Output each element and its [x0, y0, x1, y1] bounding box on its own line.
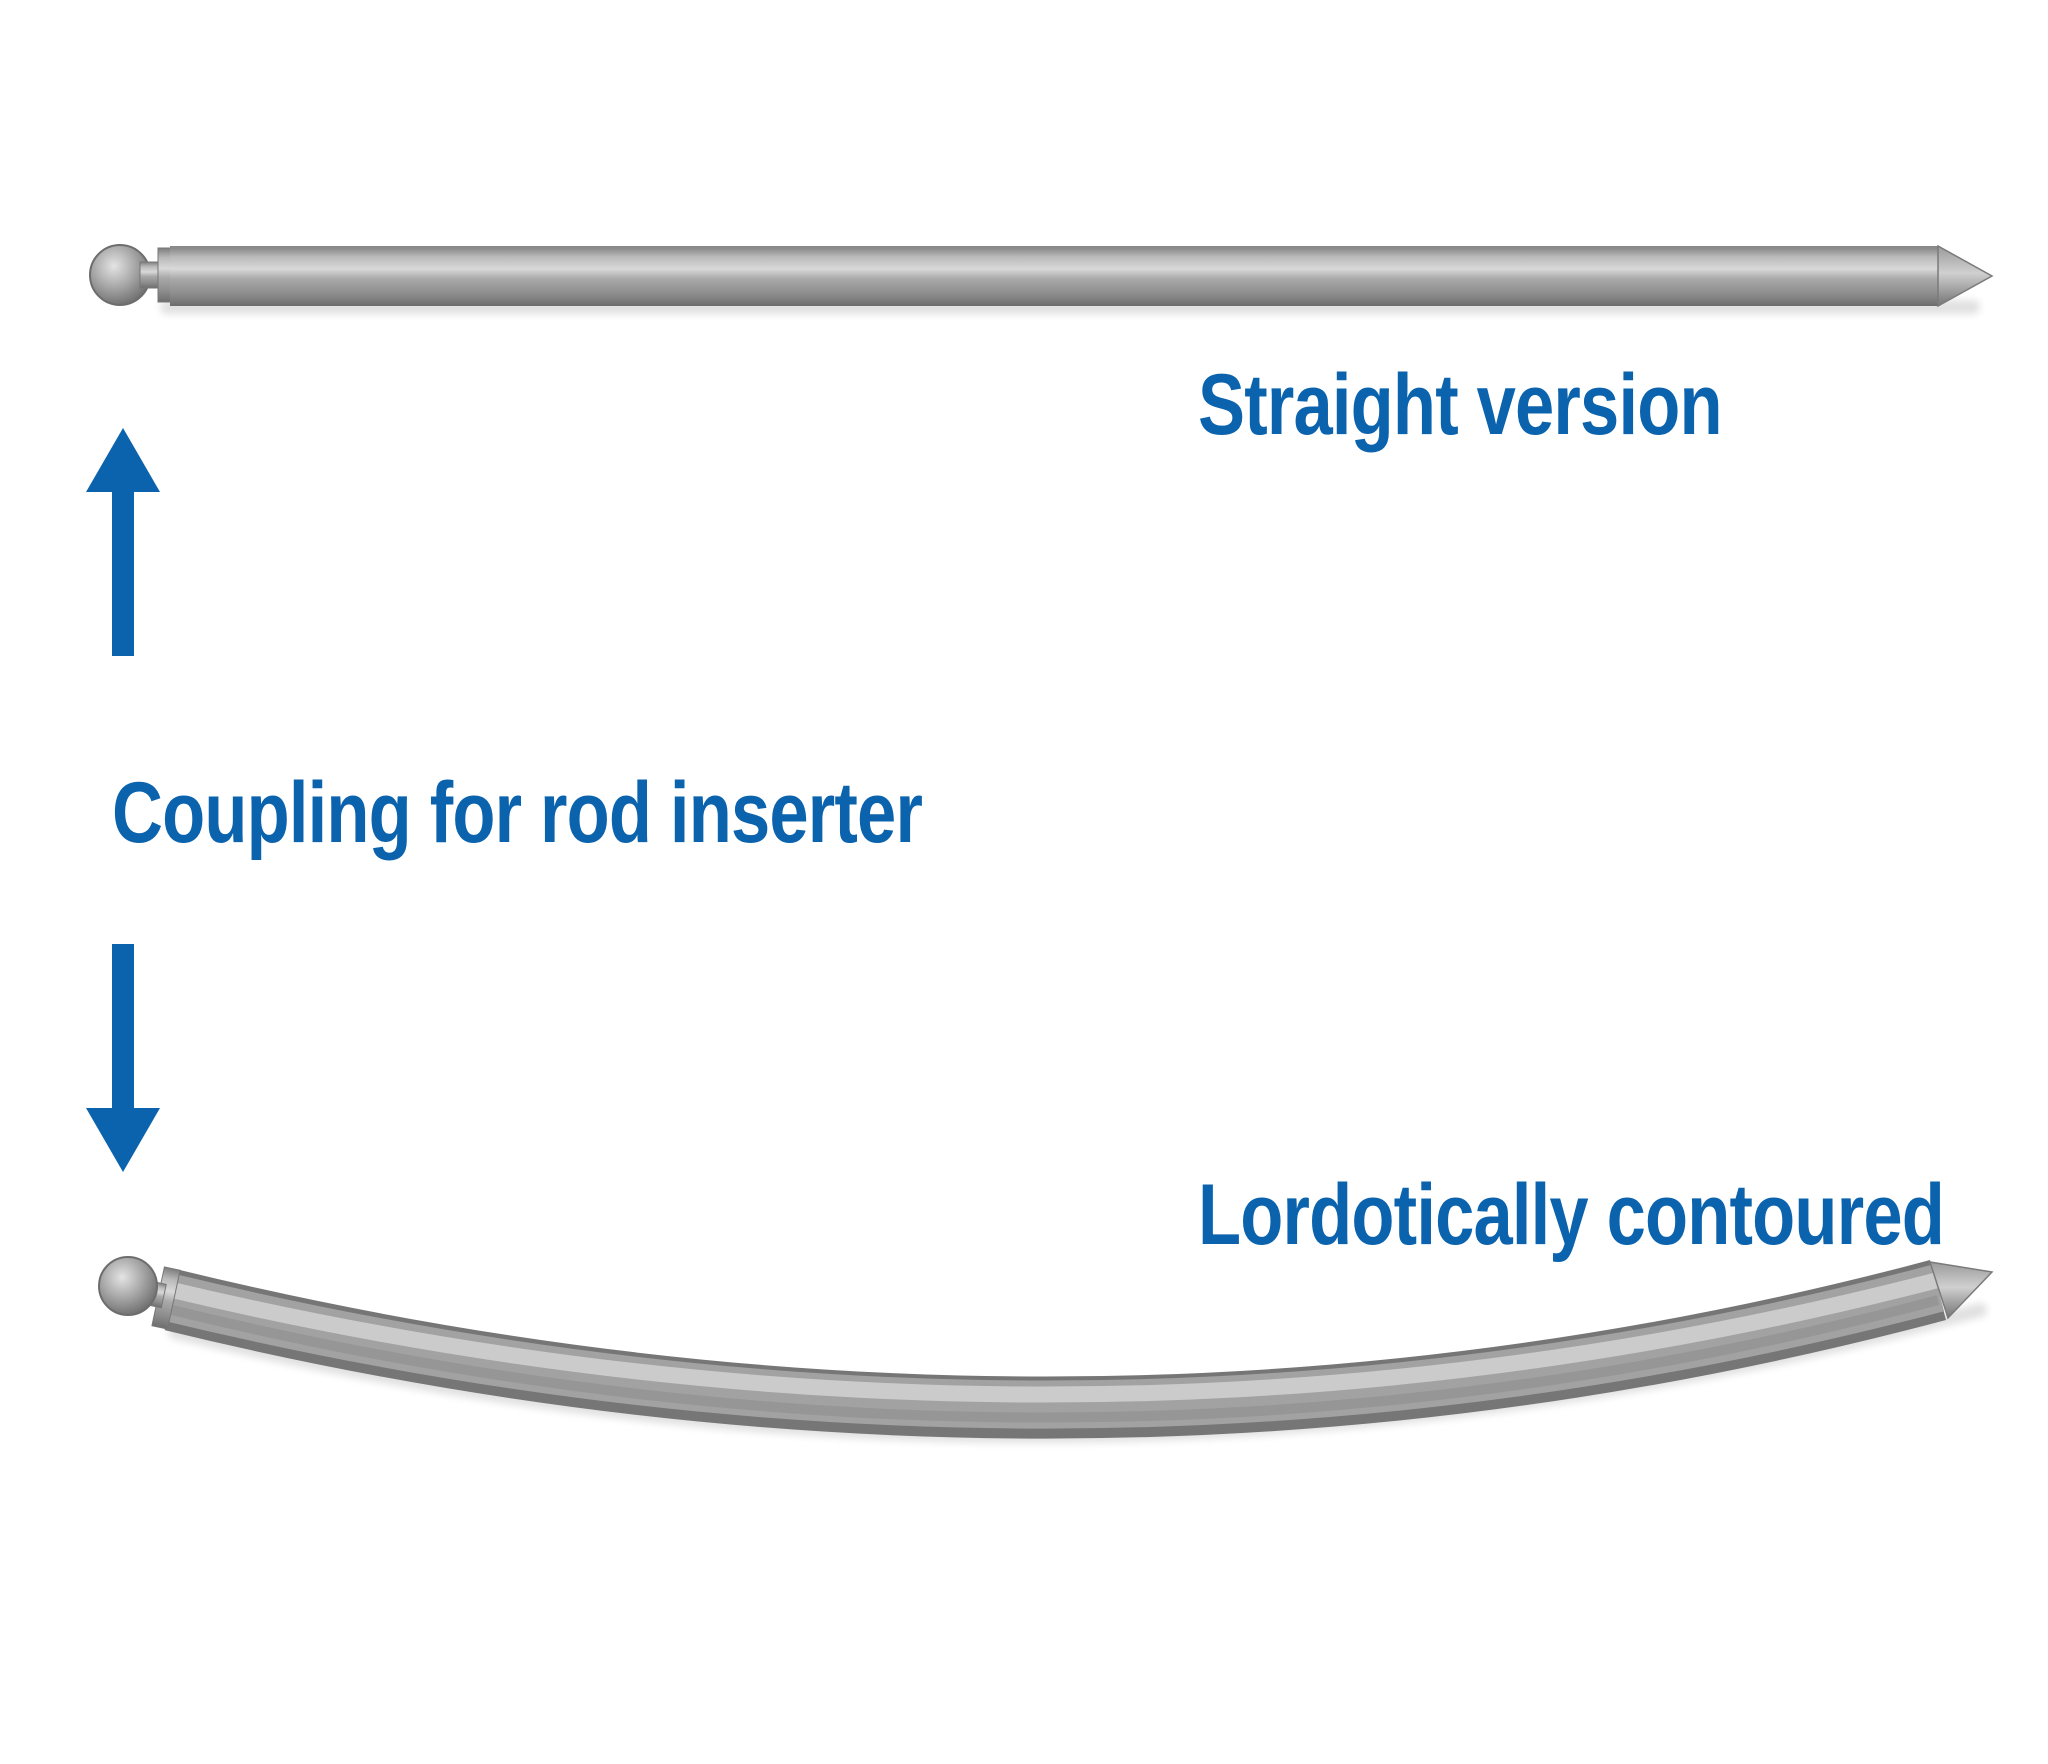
arrow-down-icon — [86, 944, 160, 1172]
straight-rod-tip — [1937, 244, 1994, 308]
straight-version-label: Straight version — [1198, 357, 1723, 453]
straight-rod — [89, 244, 1994, 314]
lordotic-rod — [98, 1256, 1994, 1443]
lordotic-label: Lordotically contoured — [1198, 1167, 1945, 1263]
lordotic-rod-tip — [1928, 1261, 1994, 1320]
arrow-up-icon — [86, 428, 160, 656]
coupling-label: Coupling for rod inserter — [112, 765, 923, 861]
lordotic-rod-coupling-ball — [98, 1256, 158, 1316]
